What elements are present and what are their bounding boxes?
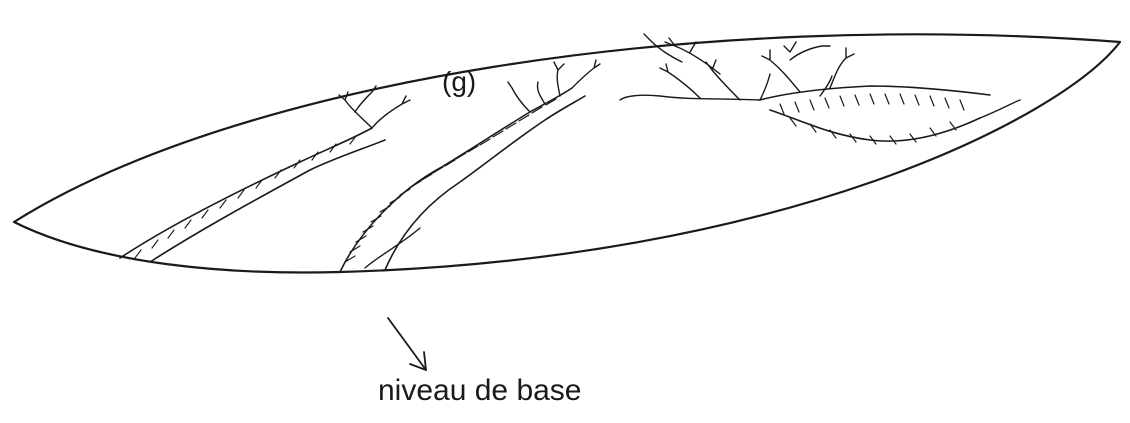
base-level-caption: niveau de base xyxy=(378,374,582,408)
figure-label: (g) xyxy=(442,66,476,98)
